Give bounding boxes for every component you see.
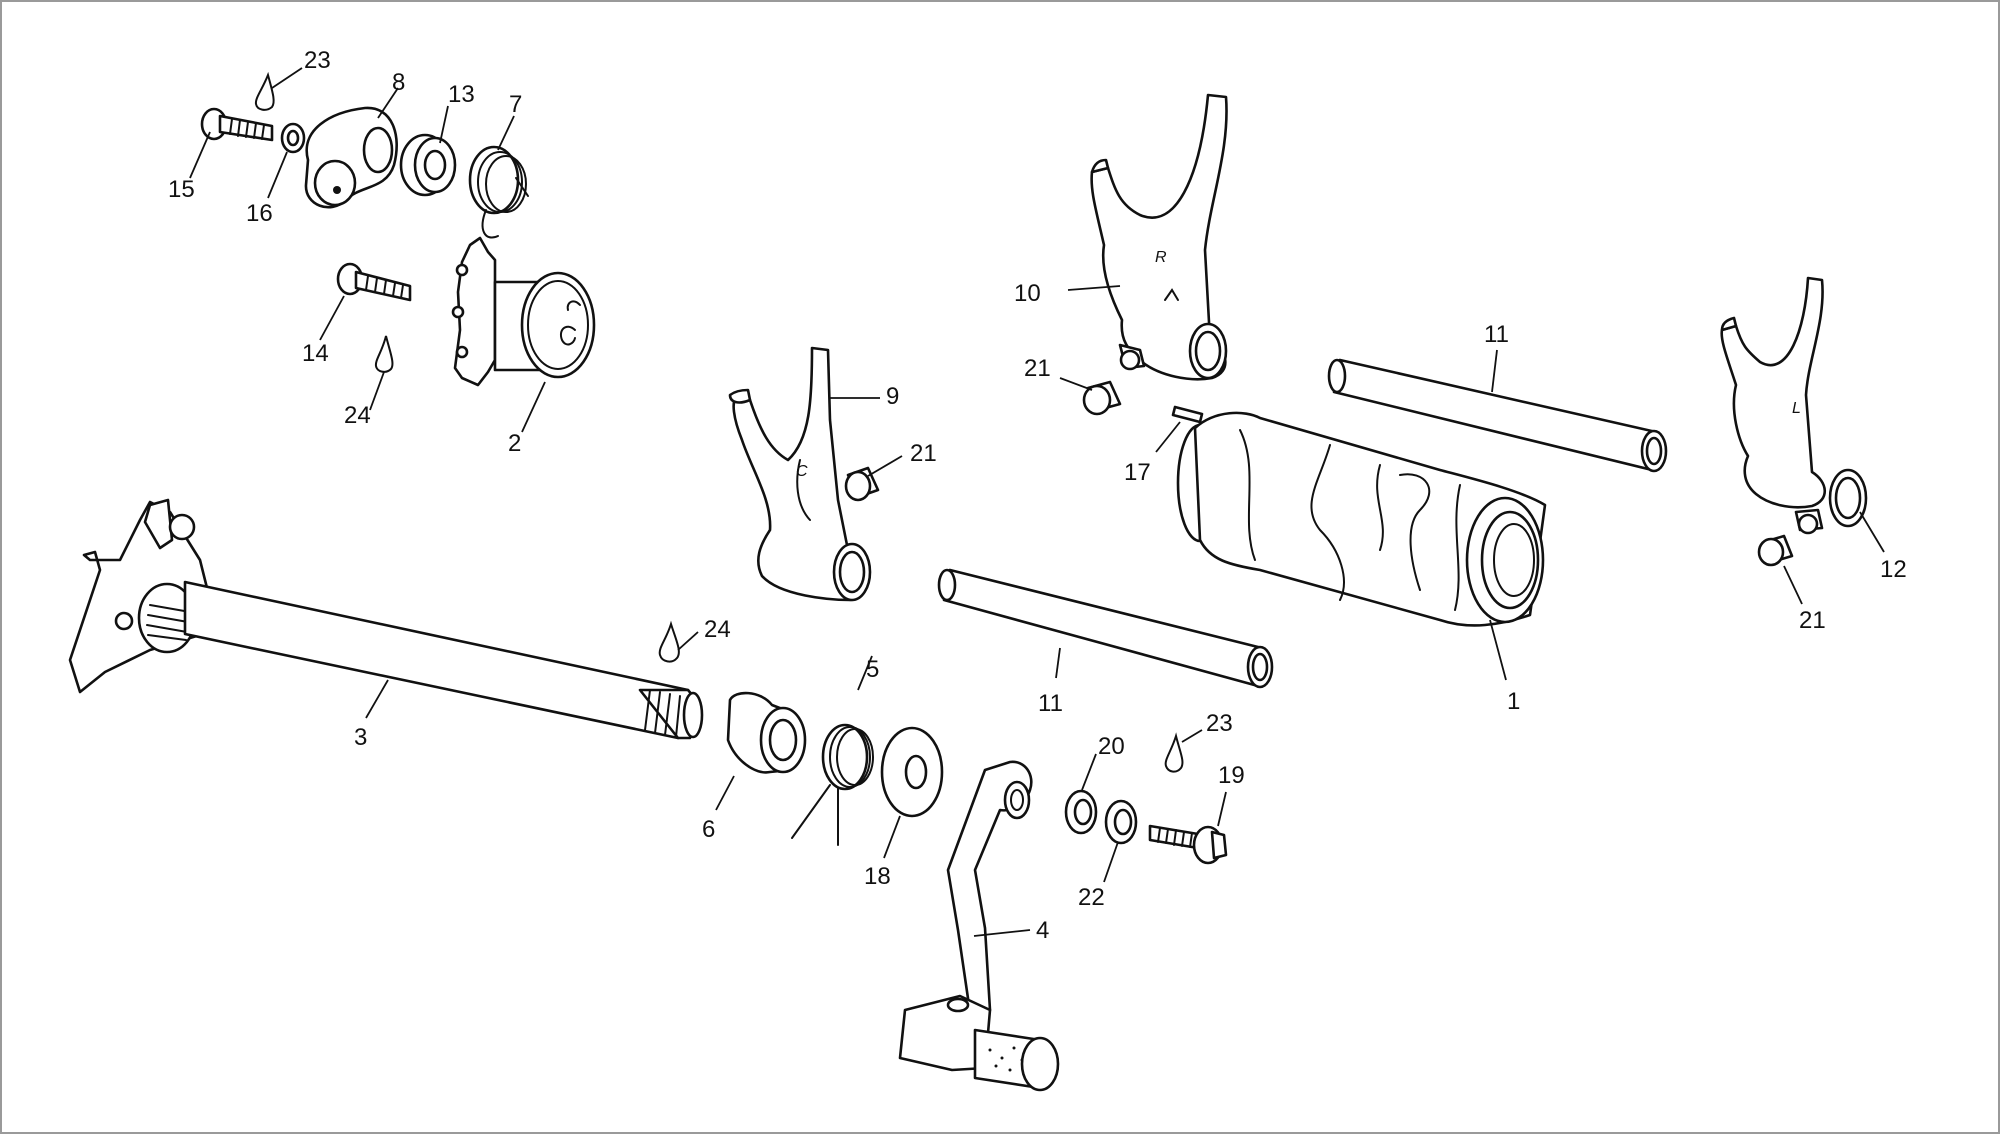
callout-11: 11 — [1038, 690, 1063, 717]
part-9-shift-fork-center — [728, 346, 872, 602]
oil-drop-icon — [658, 620, 680, 663]
part-7-spring — [468, 145, 529, 239]
oil-drop-icon — [374, 335, 394, 373]
part-13-bushing — [399, 133, 457, 197]
callout-23: 23 — [1206, 710, 1233, 737]
callout-2: 2 — [508, 430, 521, 457]
part-4-shift-pedal — [898, 760, 1060, 1092]
leader-lines — [189, 67, 1885, 937]
part-17-pin — [1171, 405, 1204, 424]
part-21-roller-lower — [1757, 534, 1794, 567]
callout-6: 6 — [702, 816, 715, 843]
part-6-bushing — [726, 691, 807, 774]
callout-7: 7 — [509, 91, 522, 118]
callout-19: 19 — [1218, 762, 1245, 789]
part-12-shift-fork-left — [1720, 276, 1868, 535]
callout-12: 12 — [1880, 556, 1907, 583]
part-5-return-spring — [791, 723, 874, 846]
callout-18: 18 — [864, 863, 891, 890]
callout-22: 22 — [1078, 884, 1105, 911]
fork-mark-center: C — [796, 463, 808, 480]
part-14-screw — [336, 262, 412, 302]
part-16-washer — [280, 122, 306, 154]
part-1-shift-drum — [1176, 411, 1547, 627]
part-10-shift-fork-right — [1090, 93, 1228, 381]
fork-mark-left: L — [1792, 400, 1801, 417]
callout-10: 10 — [1014, 280, 1041, 307]
fork-mark-right: R — [1155, 249, 1167, 266]
callout-15: 15 — [168, 176, 195, 203]
part-8-detent-arm — [304, 106, 398, 209]
part-18-washer — [880, 726, 944, 818]
callout-20: 20 — [1098, 733, 1125, 760]
part-19-flange-bolt — [1148, 824, 1228, 865]
part-20-washer — [1064, 789, 1098, 835]
part-11-fork-rod-front — [937, 568, 1274, 689]
callout-21: 21 — [910, 440, 937, 467]
callout-13: 13 — [448, 81, 475, 108]
callout-16: 16 — [246, 200, 273, 227]
callout-24: 24 — [344, 402, 371, 429]
callout-17: 17 — [1124, 459, 1151, 486]
part-11-fork-rod-rear — [1327, 358, 1668, 473]
callout-3: 3 — [354, 724, 367, 751]
part-2-shift-cam — [451, 236, 596, 387]
oil-drop-icon — [1164, 732, 1184, 773]
callout-9: 9 — [886, 383, 899, 410]
callout-5: 5 — [866, 656, 879, 683]
callout-8: 8 — [392, 69, 405, 96]
callout-21: 21 — [1024, 355, 1051, 382]
part-15-screw — [200, 107, 274, 142]
oil-drop-icon — [254, 71, 275, 111]
callout-24: 24 — [704, 616, 731, 643]
part-22-washer — [1104, 799, 1138, 845]
callout-4: 4 — [1036, 917, 1049, 944]
part-3-shift-shaft — [68, 498, 704, 740]
callout-23: 23 — [304, 47, 331, 74]
part-21-roller-upper — [1082, 380, 1122, 416]
callout-11: 11 — [1484, 321, 1509, 348]
callout-14: 14 — [302, 340, 329, 367]
callout-1: 1 — [1507, 688, 1520, 715]
callout-21: 21 — [1799, 607, 1826, 634]
